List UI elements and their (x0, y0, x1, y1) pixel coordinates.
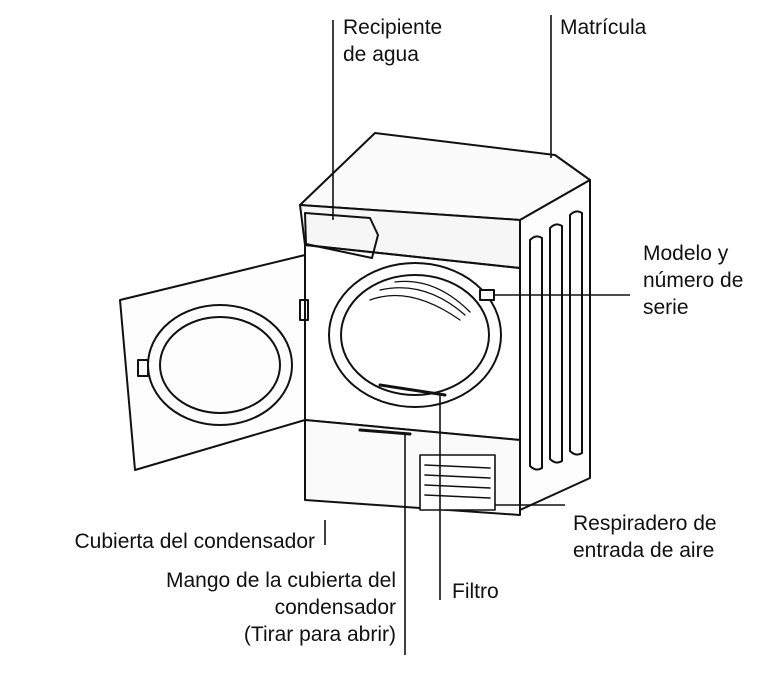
door-hinge (299, 299, 309, 321)
serial-plate (479, 289, 495, 301)
drum-inner (340, 274, 490, 396)
door-latch (137, 359, 149, 377)
water-container-drawer (304, 212, 379, 259)
door-glass-inner (159, 316, 281, 414)
side-rib (569, 210, 583, 456)
label-cubierta-condensador: Cubierta del condensador (74, 530, 316, 553)
label-matricula: Matrícula (560, 16, 647, 39)
filter-element (378, 383, 447, 397)
side-rib (529, 235, 543, 471)
label-filtro: Filtro (452, 580, 499, 603)
side-rib (549, 223, 563, 464)
air-inlet-grille (419, 454, 496, 511)
label-respiradero: Respiradero de entrada de aire (573, 512, 717, 562)
condenser-cover-handle (358, 428, 412, 436)
drum-ribs (369, 280, 471, 321)
label-recipiente-agua: Recipiente de agua (343, 16, 443, 66)
drum-opening (328, 262, 502, 408)
label-mango-cubierta: Mango de la cubierta del condensador (Ti… (166, 569, 396, 646)
label-modelo-serie: Modelo y número de serie (643, 242, 744, 319)
